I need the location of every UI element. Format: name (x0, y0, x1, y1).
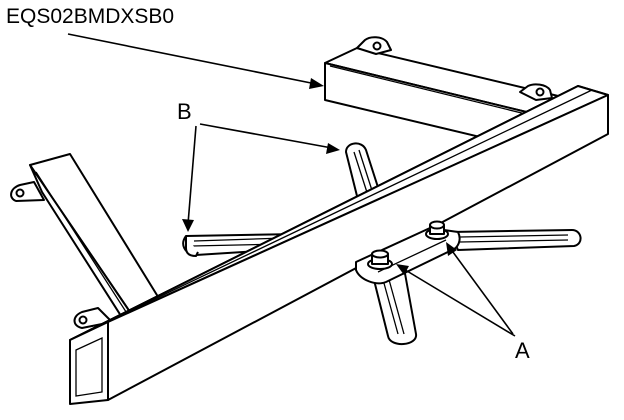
rear-mounting-tab-left (356, 36, 392, 55)
clamp-bolt-rear (425, 220, 449, 240)
stabilizer-leg-lower (371, 267, 417, 345)
clamp-bolt-front (367, 249, 393, 270)
callout-label-a: A (515, 338, 530, 363)
callout-a-leaders (396, 242, 516, 337)
code-leader-line (67, 33, 324, 89)
left-arm-mounting-tab (10, 181, 45, 202)
callout-b-leaders (182, 123, 340, 232)
figure-code-label: EQS02BMDXSB0 (6, 5, 175, 28)
rear-mounting-tab-right (519, 83, 553, 101)
main-draw-bar (69, 85, 609, 405)
stabilizer-leg-right (449, 229, 582, 251)
callout-label-b: B (177, 99, 192, 124)
left-side-arm (29, 153, 161, 331)
